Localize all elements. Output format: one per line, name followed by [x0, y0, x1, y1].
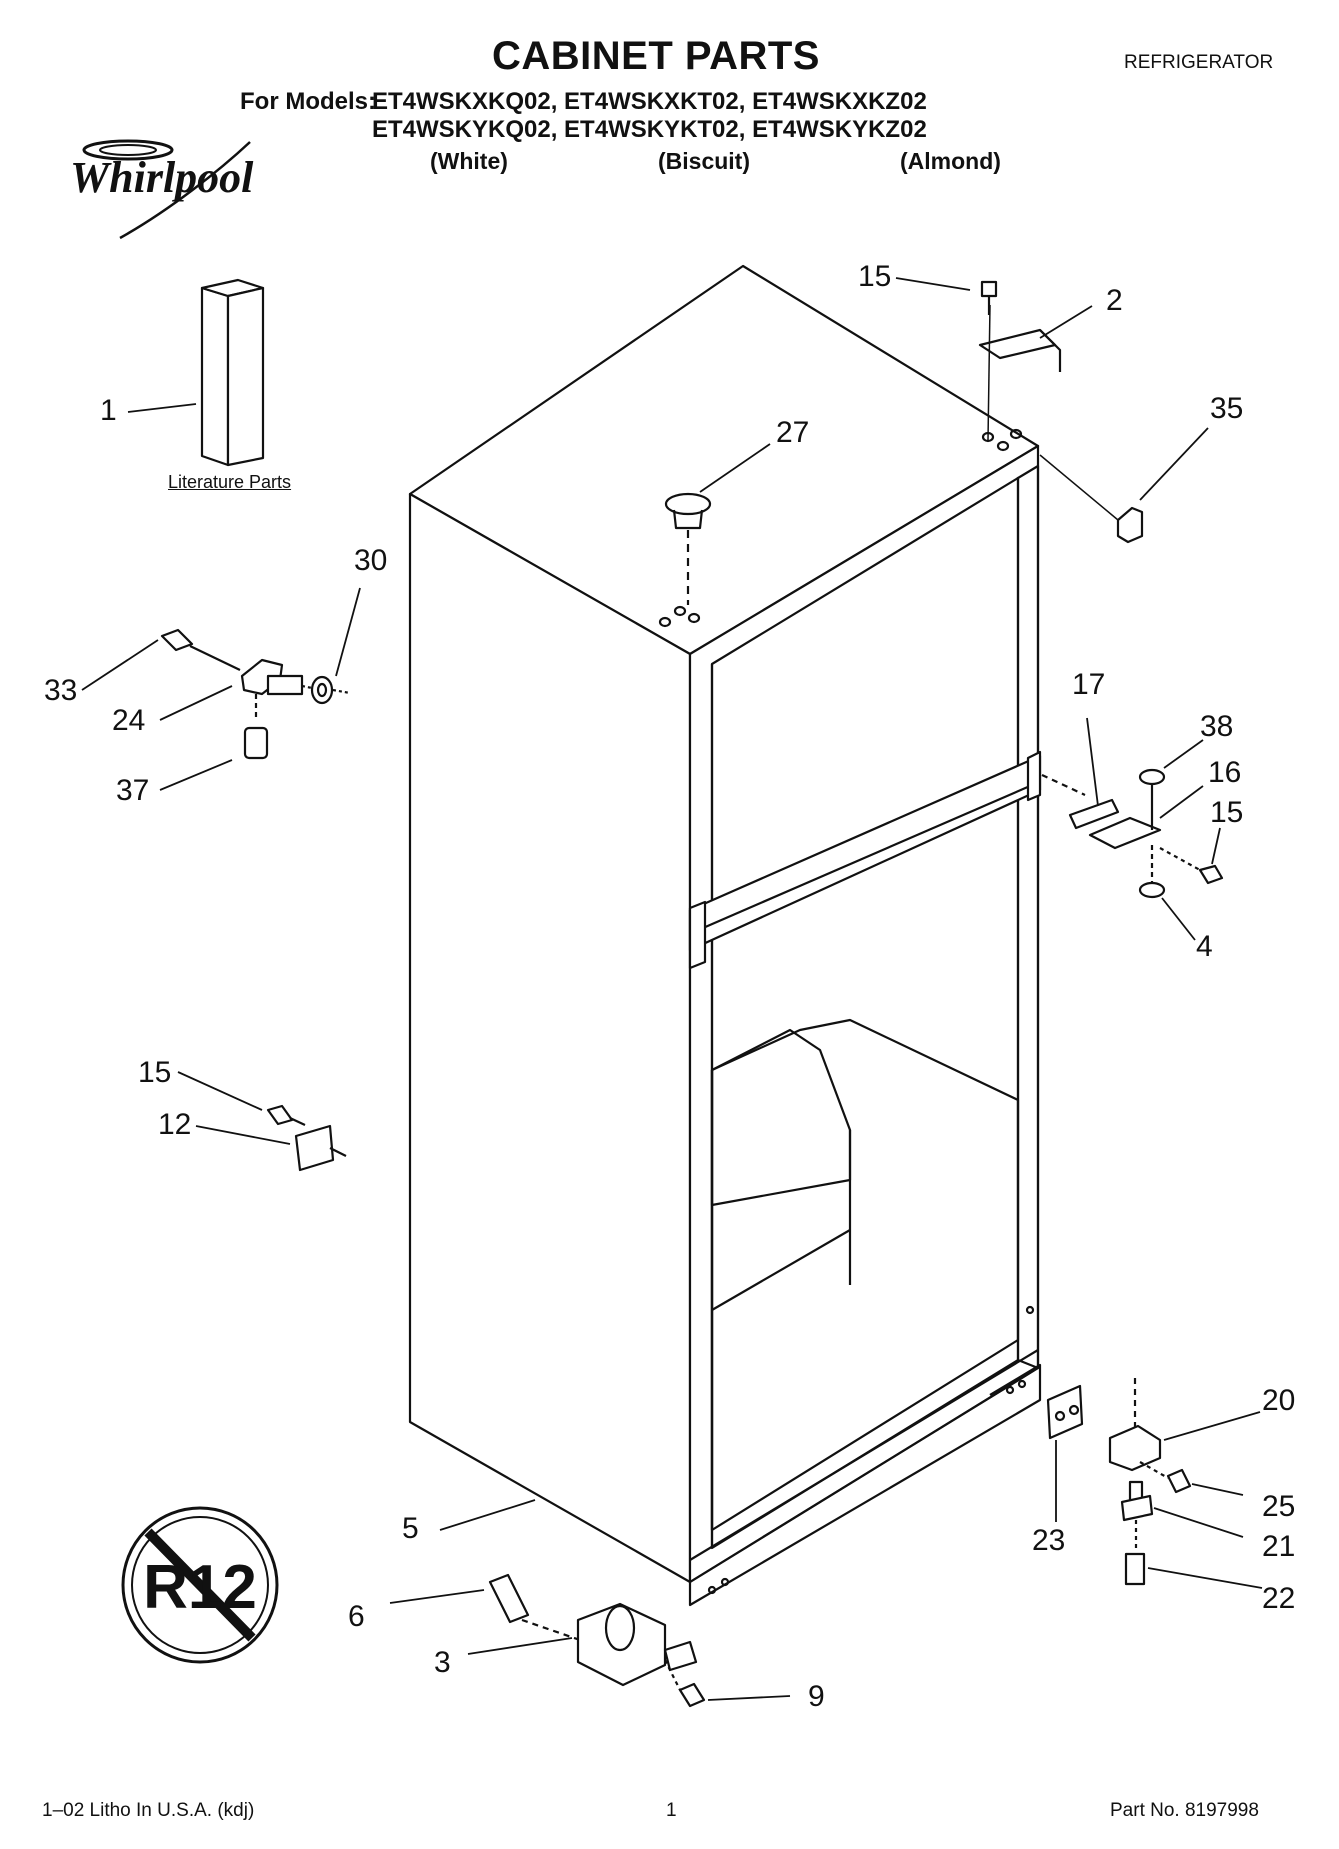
color-white: (White): [430, 148, 508, 174]
product-type: REFRIGERATOR: [1124, 52, 1274, 73]
part-label-15-left: 15: [138, 1056, 172, 1089]
models-row-2: ET4WSKYKQ02, ET4WSKYKT02, ET4WSKYKZ02: [372, 116, 927, 143]
no-r12-icon: [121, 1506, 279, 1664]
part-label-5: 5: [402, 1512, 419, 1545]
part-label-4: 4: [1196, 930, 1213, 963]
footer-part-number: Part No. 8197998: [1110, 1800, 1259, 1821]
r12-text: R12: [143, 1553, 257, 1622]
page-title: CABINET PARTS: [492, 34, 820, 78]
part-label-2: 2: [1106, 284, 1123, 317]
part-label-22: 22: [1262, 1582, 1296, 1615]
footer-page-number: 1: [666, 1800, 677, 1821]
part-label-21: 21: [1262, 1530, 1296, 1563]
part-label-15: 15: [858, 260, 892, 293]
part-label-15-center: 15: [1210, 796, 1244, 829]
roller-assembly: [488, 1573, 706, 1708]
cabinet: [408, 264, 1042, 1607]
part-label-33: 33: [44, 674, 78, 707]
part-label-9: 9: [808, 1680, 825, 1713]
screw-part-15-top: [980, 280, 998, 315]
part-label-16: 16: [1208, 756, 1242, 789]
part-label-17: 17: [1072, 668, 1106, 701]
part-label-25: 25: [1262, 1490, 1296, 1523]
footer-litho: 1–02 Litho In U.S.A. (kdj): [42, 1800, 255, 1821]
part-label-35: 35: [1210, 392, 1244, 425]
door-stop-assembly: [266, 1104, 347, 1172]
bottom-hinge-assembly: [1046, 1378, 1192, 1586]
color-almond: (Almond): [900, 148, 1001, 174]
color-biscuit: (Biscuit): [658, 148, 750, 174]
plug-part-27: [664, 492, 712, 605]
top-hinge-part-2: [978, 304, 1062, 441]
cap-part-35: [1116, 506, 1144, 544]
part-label-6: 6: [348, 1600, 365, 1633]
part-label-30: 30: [354, 544, 388, 577]
part-label-38: 38: [1200, 710, 1234, 743]
svg-text:Whirlpool: Whirlpool: [70, 153, 254, 202]
literature-parts-label: Literature Parts: [168, 472, 292, 492]
part-label-12: 12: [158, 1108, 192, 1141]
part-label-20: 20: [1262, 1384, 1296, 1417]
part-label-37: 37: [116, 774, 150, 807]
models-label: For Models:: [240, 88, 376, 115]
literature-booklet: [200, 286, 230, 467]
part-label-23: 23: [1032, 1524, 1066, 1557]
hinge-pin-assembly: [160, 628, 351, 760]
center-hinge-assembly: [1041, 768, 1224, 899]
models-row-1: ET4WSKXKQ02, ET4WSKXKT02, ET4WSKXKZ02: [372, 88, 927, 115]
part-label-27: 27: [776, 416, 810, 449]
part-label-1: 1: [100, 394, 117, 427]
whirlpool-logo: Whirlpool: [50, 130, 300, 250]
leader-lines: [81, 277, 1263, 1701]
part-label-24: 24: [112, 704, 146, 737]
part-label-3: 3: [434, 1646, 451, 1679]
